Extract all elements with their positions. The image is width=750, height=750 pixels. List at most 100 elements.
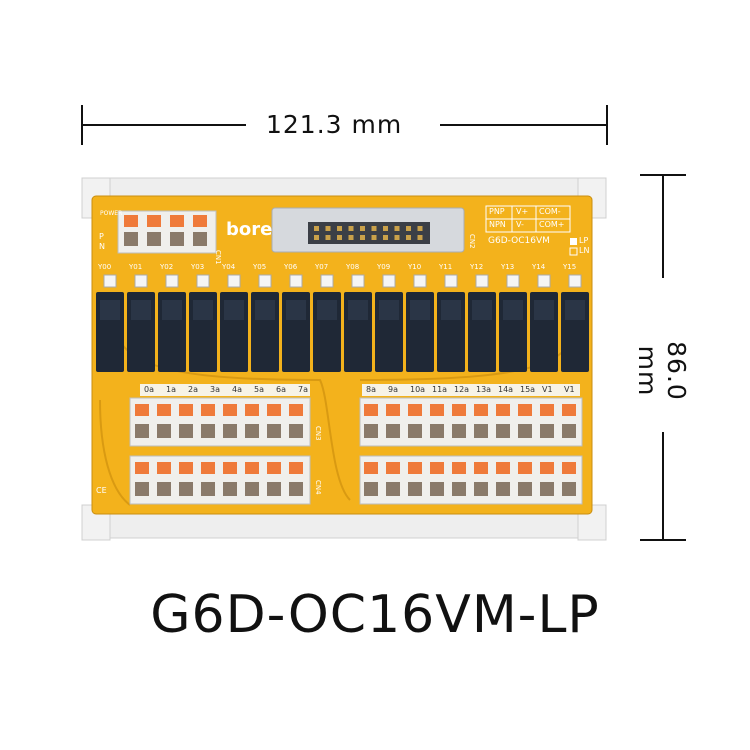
channel-label: Y15 xyxy=(563,263,577,271)
channel-label: Y03 xyxy=(191,263,205,271)
terminal-lever xyxy=(386,462,400,474)
terminal-lever xyxy=(364,462,378,474)
power-terminal-lever xyxy=(170,215,184,227)
terminal-wire-hole xyxy=(408,424,422,438)
power-terminal-hole xyxy=(170,232,184,246)
variant-lp-label: LP xyxy=(579,236,589,245)
terminal-lever xyxy=(386,404,400,416)
terminal-wire-hole xyxy=(386,482,400,496)
board-model-print: G6D-OC16VM xyxy=(488,236,550,246)
terminal-lever xyxy=(496,404,510,416)
terminal-wire-hole xyxy=(364,424,378,438)
terminal-lever xyxy=(518,404,532,416)
channel-led xyxy=(320,274,334,288)
cn3-label: CN3 xyxy=(314,426,322,441)
terminal-lever xyxy=(540,404,554,416)
terminal-wire-hole xyxy=(562,482,576,496)
header-pin xyxy=(406,235,411,240)
channel-label: Y01 xyxy=(129,263,143,271)
terminal-lever xyxy=(408,404,422,416)
terminal-lever xyxy=(157,462,171,474)
channel-label: Y09 xyxy=(377,263,391,271)
terminal-wire-hole xyxy=(223,424,237,438)
polarity-cell-com-minus: COM- xyxy=(539,207,561,216)
terminal-wire-hole xyxy=(267,482,281,496)
terminal-label: 13a xyxy=(476,385,492,394)
terminal-lever xyxy=(245,462,259,474)
terminal-lever xyxy=(223,404,237,416)
channel-led xyxy=(568,274,582,288)
terminal-label-strip-right xyxy=(362,384,580,396)
channel-label: Y10 xyxy=(408,263,422,271)
channel-led xyxy=(227,274,241,288)
terminal-wire-hole xyxy=(289,482,303,496)
terminal-label-strip-left xyxy=(140,384,310,396)
terminal-wire-hole xyxy=(157,424,171,438)
cn1-label: CN1 xyxy=(214,250,222,265)
channel-label: Y00 xyxy=(98,263,112,271)
terminal-label: 5a xyxy=(254,385,264,394)
relay-face xyxy=(286,300,306,320)
terminal-wire-hole xyxy=(408,482,422,496)
header-pin xyxy=(325,235,331,240)
cn4-label: CN4 xyxy=(314,480,322,495)
terminal-lever xyxy=(562,404,576,416)
power-terminal-hole xyxy=(124,232,138,246)
channel-label: Y12 xyxy=(470,263,484,271)
terminal-wire-hole xyxy=(540,482,554,496)
channel-led xyxy=(506,274,520,288)
terminal-wire-hole xyxy=(474,482,488,496)
variant-lp-checkbox xyxy=(570,238,577,245)
terminal-wire-hole xyxy=(496,424,510,438)
terminal-label: 12a xyxy=(454,385,470,394)
terminal-label: 14a xyxy=(498,385,514,394)
terminal-label: 2a xyxy=(188,385,198,394)
header-pin xyxy=(360,226,365,231)
terminal-lever xyxy=(201,462,215,474)
channel-label: Y07 xyxy=(315,263,329,271)
width-dimension-label: 121.3 mm xyxy=(266,110,403,139)
header-pin xyxy=(394,235,400,240)
channel-label: Y11 xyxy=(439,263,453,271)
terminal-lever xyxy=(135,462,149,474)
relay-face xyxy=(441,300,461,320)
terminal-label: V1 xyxy=(564,385,575,394)
header-pin xyxy=(417,235,423,240)
terminal-lever xyxy=(518,462,532,474)
power-terminal-lever xyxy=(124,215,138,227)
ce-mark: CE xyxy=(96,486,107,495)
terminal-wire-hole xyxy=(386,424,400,438)
channel-label: Y04 xyxy=(222,263,236,271)
terminal-lever xyxy=(364,404,378,416)
terminal-lever xyxy=(179,404,193,416)
channel-led xyxy=(444,274,458,288)
header-pin xyxy=(314,235,319,240)
terminal-wire-hole xyxy=(157,482,171,496)
terminal-label: 9a xyxy=(388,385,398,394)
terminal-label: 15a xyxy=(520,385,536,394)
channel-led xyxy=(382,274,396,288)
terminal-lever xyxy=(267,404,281,416)
product-model-title: G6D-OC16VM-LP xyxy=(150,585,600,645)
terminal-wire-hole xyxy=(201,424,215,438)
channel-led xyxy=(289,274,303,288)
channel-label: Y06 xyxy=(284,263,298,271)
terminal-lever xyxy=(267,462,281,474)
channel-led xyxy=(196,274,210,288)
terminal-lever xyxy=(474,462,488,474)
terminal-wire-hole xyxy=(452,424,466,438)
relay-face xyxy=(162,300,182,320)
header-pin xyxy=(383,235,388,240)
header-pin xyxy=(417,226,423,231)
relay-face xyxy=(379,300,399,320)
polarity-cell-pnp: PNP xyxy=(489,207,505,216)
terminal-wire-hole xyxy=(430,482,444,496)
channel-label: Y02 xyxy=(160,263,174,271)
terminal-lever xyxy=(408,462,422,474)
terminal-lever xyxy=(430,404,444,416)
terminal-lever xyxy=(496,462,510,474)
terminal-lever xyxy=(474,404,488,416)
terminal-wire-hole xyxy=(201,482,215,496)
power-label: POWER xyxy=(100,210,123,217)
terminal-wire-hole xyxy=(135,424,149,438)
